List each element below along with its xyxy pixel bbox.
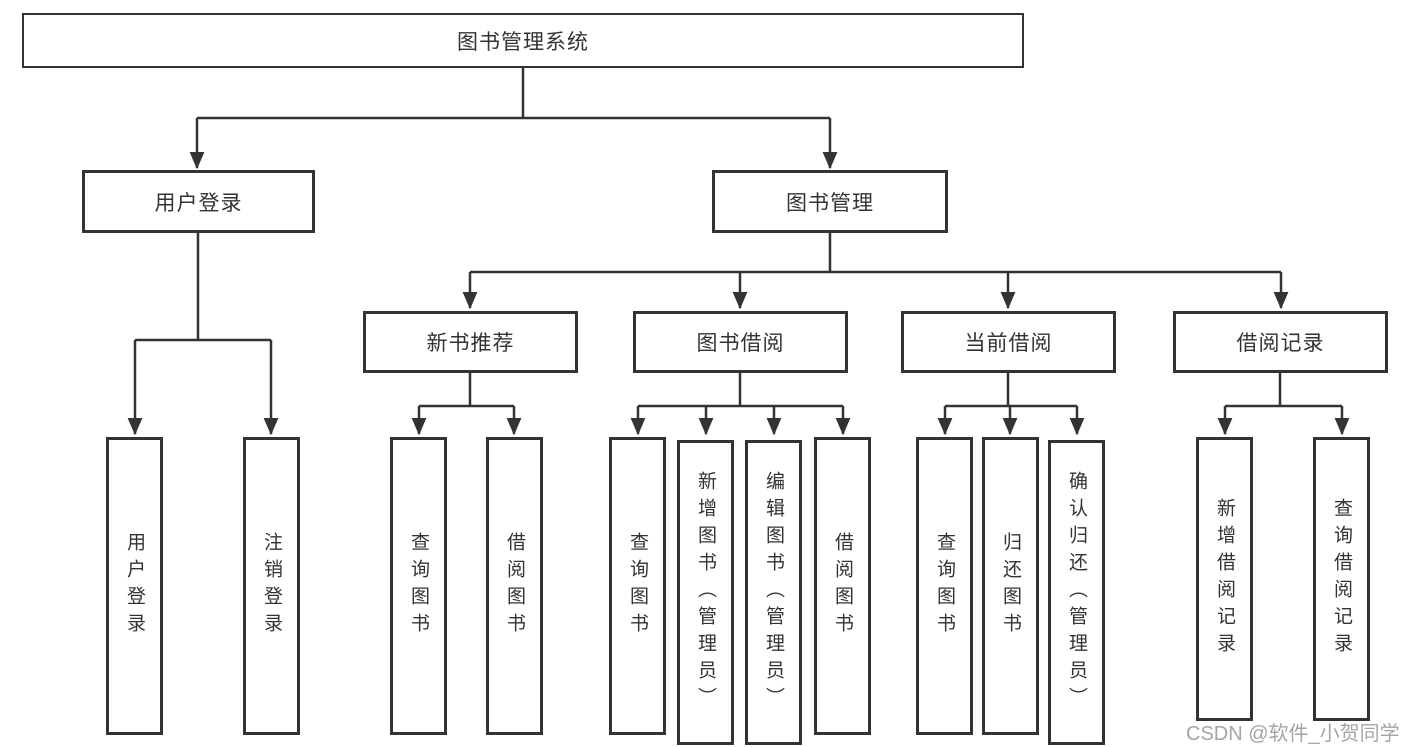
- leaf-user-login: 用户登录: [106, 437, 163, 735]
- connector-book-mgmt-fan: [470, 233, 1281, 274]
- node-new-book-rec: 新书推荐: [363, 311, 578, 373]
- leaf-bb-borrow-books: 借阅图书: [814, 437, 871, 735]
- leaf-br-add-record: 新增借阅记录: [1196, 437, 1253, 721]
- connector-current-borrow-fan: [945, 373, 1077, 408]
- leaf-bb-edit-books-admin: 编辑图书（管理员）: [745, 440, 802, 745]
- node-root: 图书管理系统: [22, 13, 1024, 68]
- csdn-watermark: CSDN @软件_小贺同学: [1186, 723, 1400, 745]
- leaf-nbr-borrow-books: 借阅图书: [486, 437, 543, 735]
- connector-user-login-fan: [135, 233, 271, 342]
- leaf-cb-confirm-return-admin: 确认归还（管理员）: [1048, 440, 1105, 745]
- leaf-bb-add-books-admin: 新增图书（管理员）: [677, 440, 734, 745]
- leaf-nbr-query-books: 查询图书: [390, 437, 447, 735]
- leaf-cb-return-books: 归还图书: [982, 437, 1039, 735]
- connector-borrow-records-fan: [1225, 373, 1342, 408]
- leaf-br-query-record: 查询借阅记录: [1313, 437, 1370, 721]
- connector-book-borrow-fan: [638, 373, 843, 408]
- node-book-mgmt: 图书管理: [712, 170, 948, 233]
- node-book-borrow: 图书借阅: [633, 311, 848, 373]
- connector-new-book-rec-fan: [419, 373, 514, 408]
- node-current-borrow: 当前借阅: [901, 311, 1116, 373]
- node-borrow-records: 借阅记录: [1173, 311, 1388, 373]
- leaf-cb-query-books: 查询图书: [916, 437, 973, 735]
- leaf-bb-query-books: 查询图书: [609, 437, 666, 735]
- node-user-login: 用户登录: [82, 170, 315, 233]
- leaf-logout: 注销登录: [243, 437, 300, 735]
- connector-root-fan: [197, 68, 830, 120]
